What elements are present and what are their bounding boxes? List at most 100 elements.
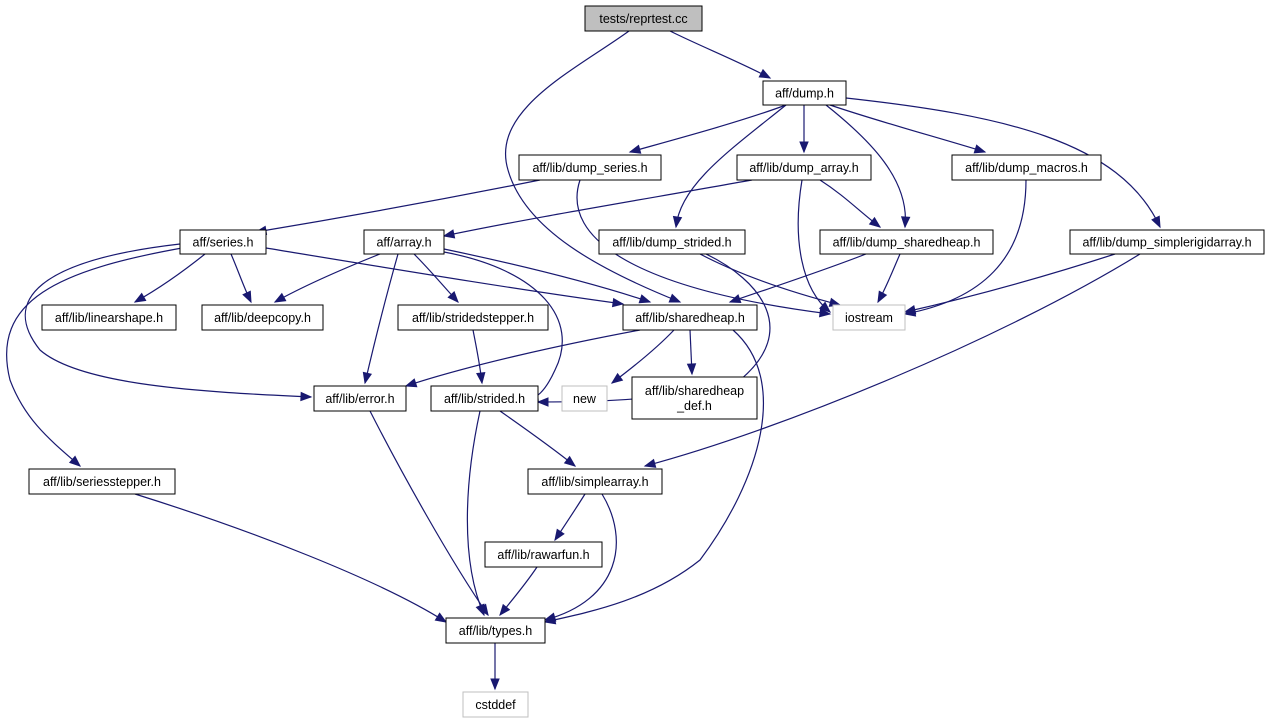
- edge-dump-to-dump_simplerigidarray: [845, 97, 1161, 229]
- arrowhead: [563, 455, 577, 467]
- node-rawarfun[interactable]: aff/lib/rawarfun.h: [484, 541, 603, 568]
- node-label: aff/lib/seriesstepper.h: [43, 475, 161, 489]
- edge-series-to-error: [24, 243, 313, 402]
- edge-line: [904, 179, 1027, 315]
- node-box: [179, 229, 267, 255]
- node-reprtest[interactable]: tests/reprtest.cc: [584, 5, 703, 32]
- arrowhead: [818, 301, 832, 313]
- node-box: [363, 229, 445, 255]
- node-label: aff/lib/linearshape.h: [55, 311, 163, 325]
- node-box: [484, 541, 603, 568]
- arrowhead: [672, 215, 683, 229]
- node-label: aff/lib/dump_simplerigidarray.h: [1082, 236, 1251, 250]
- arrowhead: [638, 294, 652, 304]
- node-box: [1069, 229, 1265, 255]
- edge-seriesstepper-to-types: [134, 493, 448, 623]
- node-dump-strided[interactable]: aff/lib/dump_strided.h: [598, 229, 746, 255]
- node-array[interactable]: aff/array.h: [363, 229, 445, 255]
- arrowhead: [476, 372, 486, 385]
- edge-rawarfun-to-types: [499, 566, 538, 617]
- node-simplearray[interactable]: aff/lib/simplearray.h: [527, 468, 663, 495]
- edge-line: [644, 253, 1141, 467]
- edge-line: [255, 179, 541, 233]
- edge-dump_simplerigidarray-to-simplearray: [643, 253, 1141, 468]
- edge-line: [797, 179, 831, 313]
- node-dump-macros[interactable]: aff/lib/dump_macros.h: [951, 154, 1102, 181]
- edge-array-to-sharedheap: [443, 248, 652, 304]
- node-box: [518, 154, 662, 181]
- edge-dump_array-to-dump_sharedheap: [819, 179, 882, 228]
- node-error[interactable]: aff/lib/error.h: [313, 385, 407, 412]
- edge-dump-to-dump_macros: [829, 104, 987, 154]
- node-box: [631, 376, 758, 420]
- node-box: [462, 691, 529, 718]
- node-sharedheap-def[interactable]: aff/lib/sharedheap_def.h: [631, 376, 758, 420]
- node-box: [832, 304, 906, 331]
- arrowhead: [543, 612, 557, 622]
- node-stridedstepper[interactable]: aff/lib/stridedstepper.h: [397, 304, 549, 331]
- edge-dump_series-to-iostream: [576, 179, 832, 318]
- node-dump-array[interactable]: aff/lib/dump_array.h: [736, 154, 872, 181]
- edge-types-to-cstddef: [490, 643, 500, 691]
- arrowhead: [877, 290, 888, 304]
- edge-line: [134, 493, 447, 623]
- arrowhead: [643, 458, 657, 468]
- node-label: aff/lib/strided.h: [444, 392, 525, 406]
- edge-line: [544, 329, 764, 623]
- node-box: [201, 304, 324, 331]
- node-seriesstepper[interactable]: aff/lib/seriesstepper.h: [28, 468, 176, 495]
- edge-dump_sharedheap-to-sharedheap: [728, 253, 867, 304]
- arrowhead: [404, 378, 418, 388]
- node-sharedheap[interactable]: aff/lib/sharedheap.h: [622, 304, 758, 331]
- node-label: cstddef: [475, 698, 516, 712]
- node-box: [622, 304, 758, 331]
- node-label: aff/lib/dump_array.h: [749, 161, 858, 175]
- node-box: [28, 468, 176, 495]
- arrowhead: [475, 603, 485, 617]
- arrowhead: [728, 294, 742, 304]
- arrowhead: [442, 229, 456, 239]
- node-label: iostream: [845, 311, 893, 325]
- edge-line: [576, 179, 831, 315]
- edge-dump_strided-to-iostream: [699, 253, 842, 307]
- node-types[interactable]: aff/lib/types.h: [445, 617, 546, 644]
- arrowhead: [447, 291, 459, 303]
- node-dump[interactable]: aff/dump.h: [762, 80, 847, 106]
- node-linearshape[interactable]: aff/lib/linearshape.h: [41, 304, 177, 331]
- edge-array-to-stridedstepper: [413, 253, 459, 303]
- edge-line: [443, 248, 651, 303]
- node-label: new: [573, 392, 597, 406]
- node-series[interactable]: aff/series.h: [179, 229, 267, 255]
- arrowhead: [362, 371, 373, 385]
- node-box: [951, 154, 1102, 181]
- edge-line: [505, 30, 681, 303]
- node-label: aff/lib/error.h: [325, 392, 394, 406]
- node-box: [313, 385, 407, 412]
- node-label: aff/lib/stridedstepper.h: [412, 311, 534, 325]
- node-box: [430, 385, 539, 412]
- node-dump-simplerigidarray[interactable]: aff/lib/dump_simplerigidarray.h: [1069, 229, 1265, 255]
- arrowhead: [668, 293, 682, 303]
- node-strided[interactable]: aff/lib/strided.h: [430, 385, 539, 412]
- node-dump-sharedheap[interactable]: aff/lib/dump_sharedheap.h: [819, 229, 994, 255]
- edge-dump_array-to-iostream: [797, 179, 832, 313]
- node-dump-series[interactable]: aff/lib/dump_series.h: [518, 154, 662, 181]
- nodes-layer: tests/reprtest.cc aff/dump.h aff/lib/dump_…: [28, 5, 1265, 718]
- edge-line: [611, 329, 675, 384]
- edge-dump_series-to-series: [254, 179, 541, 235]
- edge-strided-to-simplearray: [499, 410, 577, 467]
- edge-line: [629, 104, 787, 153]
- node-box: [598, 229, 746, 255]
- edge-sharedheap-to-new: [610, 329, 675, 384]
- arrowhead: [868, 216, 882, 228]
- node-deepcopy[interactable]: aff/lib/deepcopy.h: [201, 304, 324, 331]
- arrowhead: [818, 307, 832, 318]
- arrowhead: [133, 292, 147, 303]
- arrowhead: [900, 216, 911, 229]
- edge-line: [675, 104, 787, 228]
- arrowhead: [273, 292, 287, 303]
- node-label: aff/lib/types.h: [459, 624, 532, 638]
- edge-dump_simplerigidarray-to-iostream: [903, 253, 1116, 315]
- edge-sharedheap-to-sharedheap_def: [686, 329, 697, 376]
- edge-dump-to-dump_strided: [672, 104, 787, 229]
